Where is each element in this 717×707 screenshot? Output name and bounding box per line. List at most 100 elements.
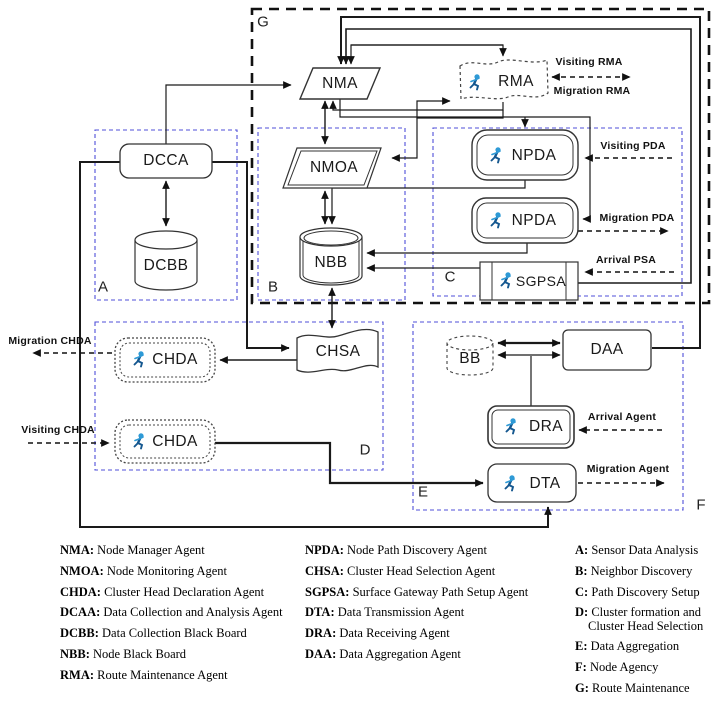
flow-label-migration-pda: Migration PDA bbox=[599, 212, 675, 224]
region-f-border bbox=[412, 321, 684, 511]
legend-term: NBB: bbox=[60, 646, 90, 661]
node-dcbb bbox=[134, 230, 198, 291]
node-label-bb: BB bbox=[459, 350, 481, 367]
node-label-dra: DRA bbox=[529, 418, 563, 435]
node-dcca bbox=[119, 143, 213, 179]
legend-row: E: Data Aggregation bbox=[575, 640, 715, 653]
region-label-b: B bbox=[267, 278, 279, 296]
legend-term: SGPSA: bbox=[305, 584, 350, 599]
node-label-npda2: NPDA bbox=[511, 212, 557, 229]
flow-label-visiting-chda: Visiting CHDA bbox=[21, 424, 95, 436]
legend-row: DRA: Data Receiving Agent bbox=[305, 626, 567, 640]
node-nbb bbox=[299, 227, 363, 286]
node-label-dcbb: DCBB bbox=[143, 257, 189, 274]
legend-term: B: bbox=[575, 563, 588, 578]
legend-def: Cluster Head Selection Agent bbox=[347, 563, 496, 578]
legend-row: CHDA: Cluster Head Declaration Agent bbox=[60, 584, 300, 599]
node-label-chda1: CHDA bbox=[152, 351, 198, 368]
node-sgpsa bbox=[479, 261, 579, 301]
legend-term: D: bbox=[575, 605, 589, 620]
legend-term: DTA: bbox=[305, 605, 335, 620]
legend-def: Data Aggregation Agent bbox=[339, 646, 461, 661]
region-label-e: E bbox=[417, 483, 429, 501]
legend-row: NBB: Node Black Board bbox=[60, 646, 300, 661]
node-label-chsa: CHSA bbox=[315, 343, 361, 360]
legend-def: Node Manager Agent bbox=[97, 543, 205, 557]
legend-row: NMOA: Node Monitoring Agent bbox=[60, 563, 300, 578]
legend-row: C: Path Discovery Setup bbox=[575, 584, 715, 599]
legend-column-agents-2: NPDA: Node Path Discovery Agent CHSA: Cl… bbox=[305, 543, 567, 669]
node-bb bbox=[446, 335, 494, 376]
flow-label-visiting-pda: Visiting PDA bbox=[600, 140, 666, 152]
legend-def: Data Collection and Analysis Agent bbox=[103, 605, 283, 620]
region-label-f: F bbox=[696, 496, 706, 514]
legend-def: Data Aggregation bbox=[590, 639, 680, 654]
legend-row: DCBB: Data Collection Black Board bbox=[60, 626, 300, 640]
legend-column-agents-1: NMA: Node Manager Agent NMOA: Node Monit… bbox=[60, 543, 300, 689]
legend-row: DTA: Data Transmission Agent bbox=[305, 606, 567, 619]
legend-row: SGPSA: Surface Gateway Path Setup Agent bbox=[305, 584, 567, 599]
dashed-flow-arrows bbox=[28, 73, 674, 487]
legend-def: Cluster Head Declaration Agent bbox=[104, 584, 265, 599]
legend-def: Node Agency bbox=[589, 660, 659, 674]
legend-row: CHSA: Cluster Head Selection Agent bbox=[305, 563, 567, 578]
legend-term: G: bbox=[575, 680, 589, 695]
connectors bbox=[79, 16, 701, 528]
node-npda-1 bbox=[471, 129, 579, 181]
flow-label-migration-rma: Migration RMA bbox=[553, 85, 631, 97]
legend-def: Node Path Discovery Agent bbox=[347, 543, 487, 557]
flow-label-migration-agent: Migration Agent bbox=[586, 463, 670, 475]
legend-row: RMA: Route Maintenance Agent bbox=[60, 667, 300, 682]
node-rma bbox=[459, 59, 549, 100]
node-dta bbox=[487, 463, 577, 503]
node-label-dta: DTA bbox=[529, 475, 561, 492]
flow-label-arrival-agent: Arrival Agent bbox=[587, 411, 657, 423]
node-label-nmoa: NMOA bbox=[309, 159, 359, 176]
node-label-dcca: DCCA bbox=[143, 152, 189, 169]
node-label-npda1: NPDA bbox=[511, 147, 557, 164]
region-label-d: D bbox=[359, 441, 371, 459]
legend-term: DCAA: bbox=[60, 605, 101, 620]
node-daa bbox=[562, 329, 652, 371]
legend-term: CHDA: bbox=[60, 584, 101, 599]
legend-term: DRA: bbox=[305, 626, 337, 640]
legend-term: CHSA: bbox=[305, 563, 344, 578]
legend-def: Sensor Data Analysis bbox=[591, 543, 699, 557]
region-d-border bbox=[94, 321, 384, 471]
legend-def: Data Receiving Agent bbox=[339, 626, 450, 640]
legend-def: Path Discovery Setup bbox=[591, 584, 700, 599]
legend-def: Route Maintenance Agent bbox=[97, 667, 228, 682]
legend-term: A: bbox=[575, 543, 589, 557]
legend-def: Data Transmission Agent bbox=[337, 605, 465, 620]
region-label-c: C bbox=[444, 268, 456, 286]
legend-row: G: Route Maintenance bbox=[575, 680, 715, 695]
legend-term: F: bbox=[575, 660, 587, 674]
legend-term: NMOA: bbox=[60, 563, 104, 578]
region-g-border bbox=[250, 7, 711, 305]
legend-row: A: Sensor Data Analysis bbox=[575, 543, 715, 557]
flow-label-visiting-rma: Visiting RMA bbox=[555, 56, 623, 68]
node-dra bbox=[487, 405, 575, 449]
legend-def: Cluster formation and Cluster Head Selec… bbox=[588, 605, 704, 633]
legend-term: C: bbox=[575, 584, 589, 599]
legend-row: DCAA: Data Collection and Analysis Agent bbox=[60, 606, 300, 619]
node-label-rma: RMA bbox=[498, 73, 534, 90]
flow-label-arrival-psa: Arrival PSA bbox=[596, 254, 656, 266]
legend-term: RMA: bbox=[60, 667, 95, 682]
node-label-chda2: CHDA bbox=[152, 433, 198, 450]
node-label-nbb: NBB bbox=[314, 254, 348, 271]
legend-def: Neighbor Discovery bbox=[590, 563, 693, 578]
region-label-a: A bbox=[97, 278, 109, 296]
region-label-g: G bbox=[257, 13, 269, 31]
legend-term: NPDA: bbox=[305, 543, 344, 557]
legend-column-regions: A: Sensor Data Analysis B: Neighbor Disc… bbox=[575, 543, 715, 703]
legend-def: Node Black Board bbox=[93, 646, 187, 661]
legend-def: Data Collection Black Board bbox=[102, 626, 247, 640]
legend-row: D: Cluster formation and Cluster Head Se… bbox=[575, 606, 715, 633]
legend-row: NMA: Node Manager Agent bbox=[60, 543, 300, 557]
legend-row: NPDA: Node Path Discovery Agent bbox=[305, 543, 567, 557]
legend-def: Route Maintenance bbox=[592, 680, 690, 695]
legend-def: Surface Gateway Path Setup Agent bbox=[352, 584, 529, 599]
